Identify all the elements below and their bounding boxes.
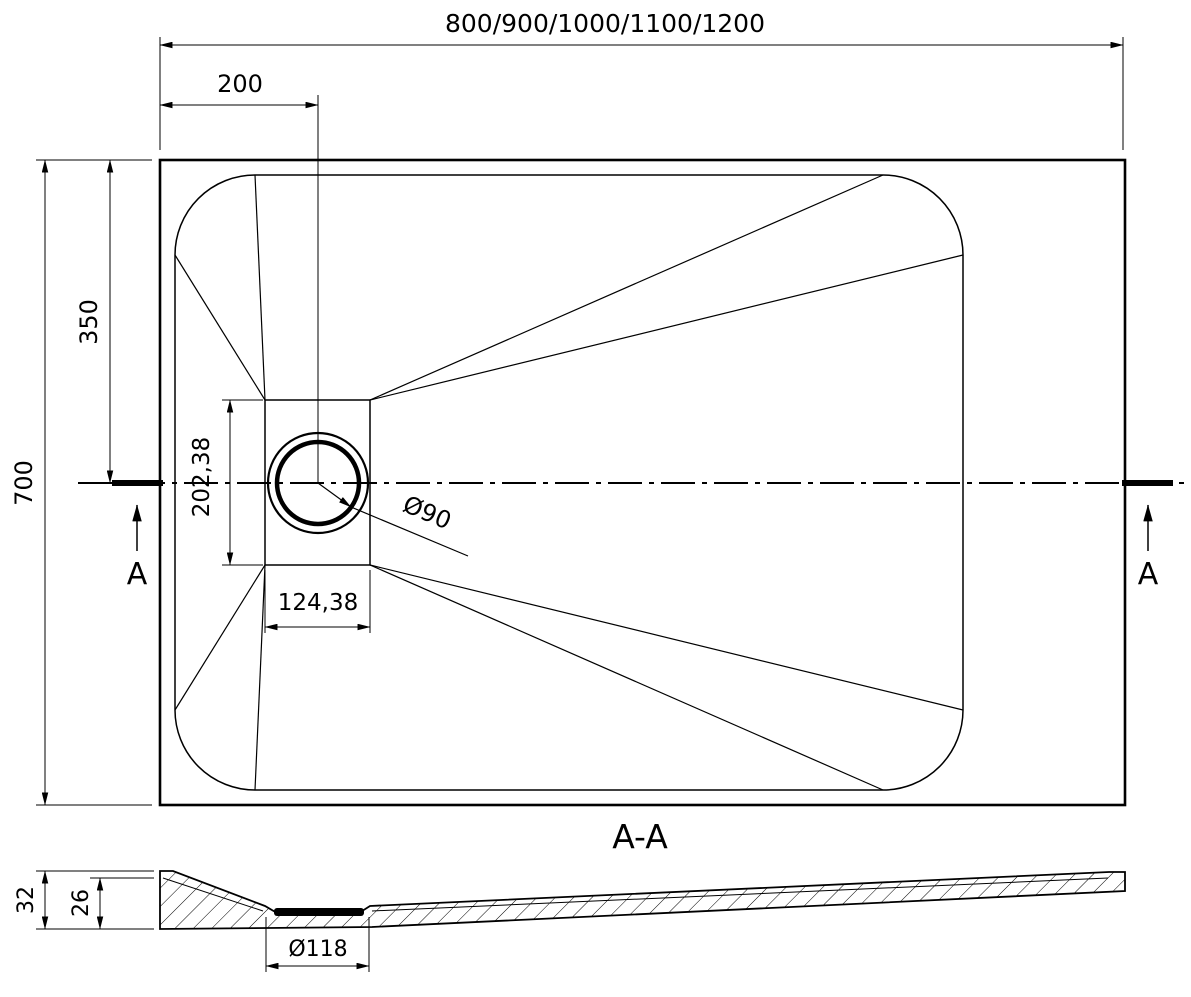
dimension-drain-offset-left: 200 bbox=[159, 70, 319, 109]
slope-line bbox=[254, 174, 266, 401]
dimension-text-700: 700 bbox=[10, 460, 38, 506]
diameter-leader-line bbox=[350, 506, 469, 557]
dimension-overall-depth: 700 bbox=[10, 159, 152, 806]
section-cut-line: A A bbox=[78, 480, 1185, 592]
section-profile bbox=[159, 870, 1126, 930]
slope-line bbox=[254, 564, 266, 791]
dimension-text-32: 32 bbox=[14, 886, 39, 914]
dimension-text-350: 350 bbox=[75, 299, 103, 345]
dimension-overall-width: 800/900/1000/1100/1200 bbox=[159, 9, 1124, 150]
diameter-arrow bbox=[317, 482, 352, 508]
drain-flange bbox=[274, 908, 364, 916]
dimension-drain-offset-top: 350 bbox=[75, 159, 114, 484]
section-marker-left: A bbox=[127, 557, 148, 592]
dimension-text-26: 26 bbox=[69, 889, 94, 917]
slope-line bbox=[174, 564, 266, 711]
dimensions-top-view: 800/900/1000/1100/1200 200 700 350 202,3… bbox=[10, 9, 1124, 806]
dimension-section-height: 32 bbox=[14, 870, 154, 930]
dimension-text-200: 200 bbox=[217, 70, 263, 98]
slope-line bbox=[369, 564, 964, 711]
dimension-text-width-options: 800/900/1000/1100/1200 bbox=[445, 9, 765, 38]
slope-line bbox=[174, 254, 266, 401]
slope-line bbox=[369, 564, 884, 791]
section-marker-right: A bbox=[1138, 557, 1159, 592]
slope-fold-lines bbox=[174, 174, 964, 791]
dimension-tray-depth: 26 bbox=[69, 877, 154, 930]
dimension-text-202-38: 202,38 bbox=[189, 437, 215, 517]
section-title: A-A bbox=[612, 817, 668, 856]
dimension-drain-recess-width: 124,38 bbox=[264, 570, 371, 633]
dimension-drain-recess-height: 202,38 bbox=[189, 399, 263, 566]
dimension-drain-hole-diameter: Ø118 bbox=[265, 917, 370, 972]
top-view: Ø90 bbox=[158, 95, 1127, 807]
slope-line bbox=[369, 254, 964, 401]
section-view bbox=[159, 870, 1126, 930]
surface-inner-line-left bbox=[162, 877, 264, 912]
dimension-text-118: Ø118 bbox=[288, 937, 347, 962]
dimensions-section-view: 32 26 Ø118 bbox=[14, 870, 370, 972]
surface-inner-line-right bbox=[371, 877, 1109, 912]
dimension-text-124-38: 124,38 bbox=[278, 590, 358, 616]
slope-line bbox=[369, 174, 884, 401]
